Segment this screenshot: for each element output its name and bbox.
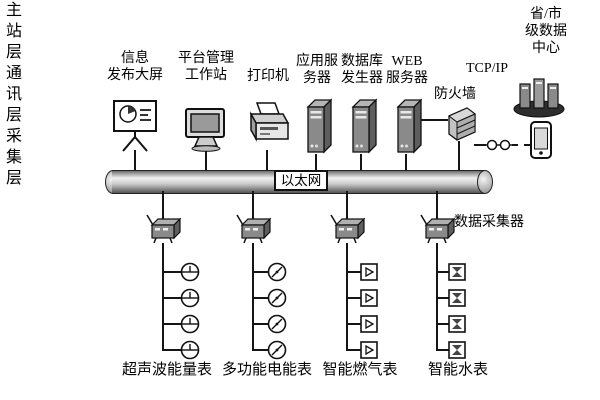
app-server-tower-icon xyxy=(304,97,333,160)
firewall-link-line xyxy=(421,119,448,121)
tcpip-network-cluster-icon xyxy=(512,68,566,123)
data-center-label: 省/市 级数据 中心 xyxy=(525,7,567,56)
gas-meter-icon xyxy=(360,263,378,286)
workstation-monitor-icon xyxy=(183,106,229,157)
gas-meter-icon xyxy=(360,341,378,364)
data-collector-icon xyxy=(235,212,273,249)
meter-stub-line xyxy=(438,271,449,273)
gas-meter-icon xyxy=(360,315,378,338)
connector-line xyxy=(405,154,407,171)
meter-stub-line xyxy=(164,323,181,325)
meter-stub-line xyxy=(348,297,361,299)
gas-meter-icon xyxy=(360,289,378,312)
dashed-link-line xyxy=(474,144,486,146)
collector-drop-line xyxy=(346,191,348,219)
connector-line xyxy=(134,150,136,171)
info-screen-label: 信息 发布大屏 xyxy=(107,51,163,83)
workstation-label: 平台管理 工作站 xyxy=(178,51,234,83)
data-collector-icon xyxy=(419,212,457,249)
db-server-label: 数据库 发生器 xyxy=(341,54,383,86)
electric-energy-meter-icon xyxy=(267,262,287,287)
meter-stub-line xyxy=(254,323,268,325)
ultrasonic-energy-meter-icon xyxy=(180,314,200,339)
mobile-phone-icon xyxy=(529,120,553,165)
meter-stub-line xyxy=(348,271,361,273)
app-server-label: 应用服 务器 xyxy=(296,54,338,86)
meter-bus-line xyxy=(436,243,438,351)
connector-line xyxy=(266,150,268,171)
meter-stub-line xyxy=(348,349,361,351)
data-collector-icon xyxy=(145,212,183,249)
meter-type-label-water: 智能水表 xyxy=(427,362,488,378)
meter-bus-line xyxy=(346,243,348,351)
ultrasonic-energy-meter-icon xyxy=(180,288,200,313)
meter-type-label-ultrasonic: 超声波能量表 xyxy=(121,362,212,378)
ultrasonic-energy-meter-icon xyxy=(180,340,200,365)
web-server-label: WEB 服务器 xyxy=(386,54,428,86)
web-server-tower-icon xyxy=(394,97,423,160)
data-collector-icon xyxy=(329,212,367,249)
meter-bus-line xyxy=(252,243,254,351)
collector-drop-line xyxy=(162,191,164,219)
meter-type-label-gas: 智能燃气表 xyxy=(322,362,398,378)
layer-label-main-station: 主 站 层 xyxy=(5,2,22,61)
water-meter-icon xyxy=(448,263,466,286)
layer-label-communication: 通 讯 层 xyxy=(5,65,22,124)
meter-type-label-electric: 多功能电能表 xyxy=(221,362,312,378)
info-display-board-icon xyxy=(111,99,159,158)
ethernet-label: 以太网 xyxy=(274,170,328,191)
water-meter-icon xyxy=(448,289,466,312)
meter-stub-line xyxy=(438,349,449,351)
printer-icon xyxy=(243,101,291,156)
meter-bus-line xyxy=(162,243,164,351)
coupler-circles-icon xyxy=(484,138,514,157)
meter-stub-line xyxy=(438,297,449,299)
tcpip-label: TCP/IP xyxy=(465,61,508,76)
ultrasonic-energy-meter-icon xyxy=(180,262,200,287)
collector-label: 数据采集器 xyxy=(454,215,524,230)
printer-label: 打印机 xyxy=(247,69,289,84)
water-meter-icon xyxy=(448,341,466,364)
collector-drop-line xyxy=(252,191,254,219)
layer-label-collection: 采 集 层 xyxy=(5,128,22,187)
electric-energy-meter-icon xyxy=(267,314,287,339)
meter-stub-line xyxy=(438,323,449,325)
db-server-tower-icon xyxy=(349,97,378,160)
electric-energy-meter-icon xyxy=(267,288,287,313)
connector-line xyxy=(315,154,317,171)
firewall-label: 防火墙 xyxy=(434,87,476,102)
meter-stub-line xyxy=(164,297,181,299)
firewall-drop-line xyxy=(458,141,460,171)
ethernet-pipe-right-cap xyxy=(477,170,493,194)
meter-stub-line xyxy=(254,349,268,351)
electric-energy-meter-icon xyxy=(267,340,287,365)
meter-stub-line xyxy=(254,297,268,299)
connector-line xyxy=(360,154,362,171)
connector-line xyxy=(205,151,207,171)
meter-stub-line xyxy=(164,271,181,273)
water-meter-icon xyxy=(448,315,466,338)
meter-stub-line xyxy=(164,349,181,351)
meter-stub-line xyxy=(254,271,268,273)
dashed-link-line xyxy=(512,144,530,146)
firewall-icon xyxy=(445,104,479,149)
meter-stub-line xyxy=(348,323,361,325)
collector-drop-line xyxy=(436,191,438,219)
